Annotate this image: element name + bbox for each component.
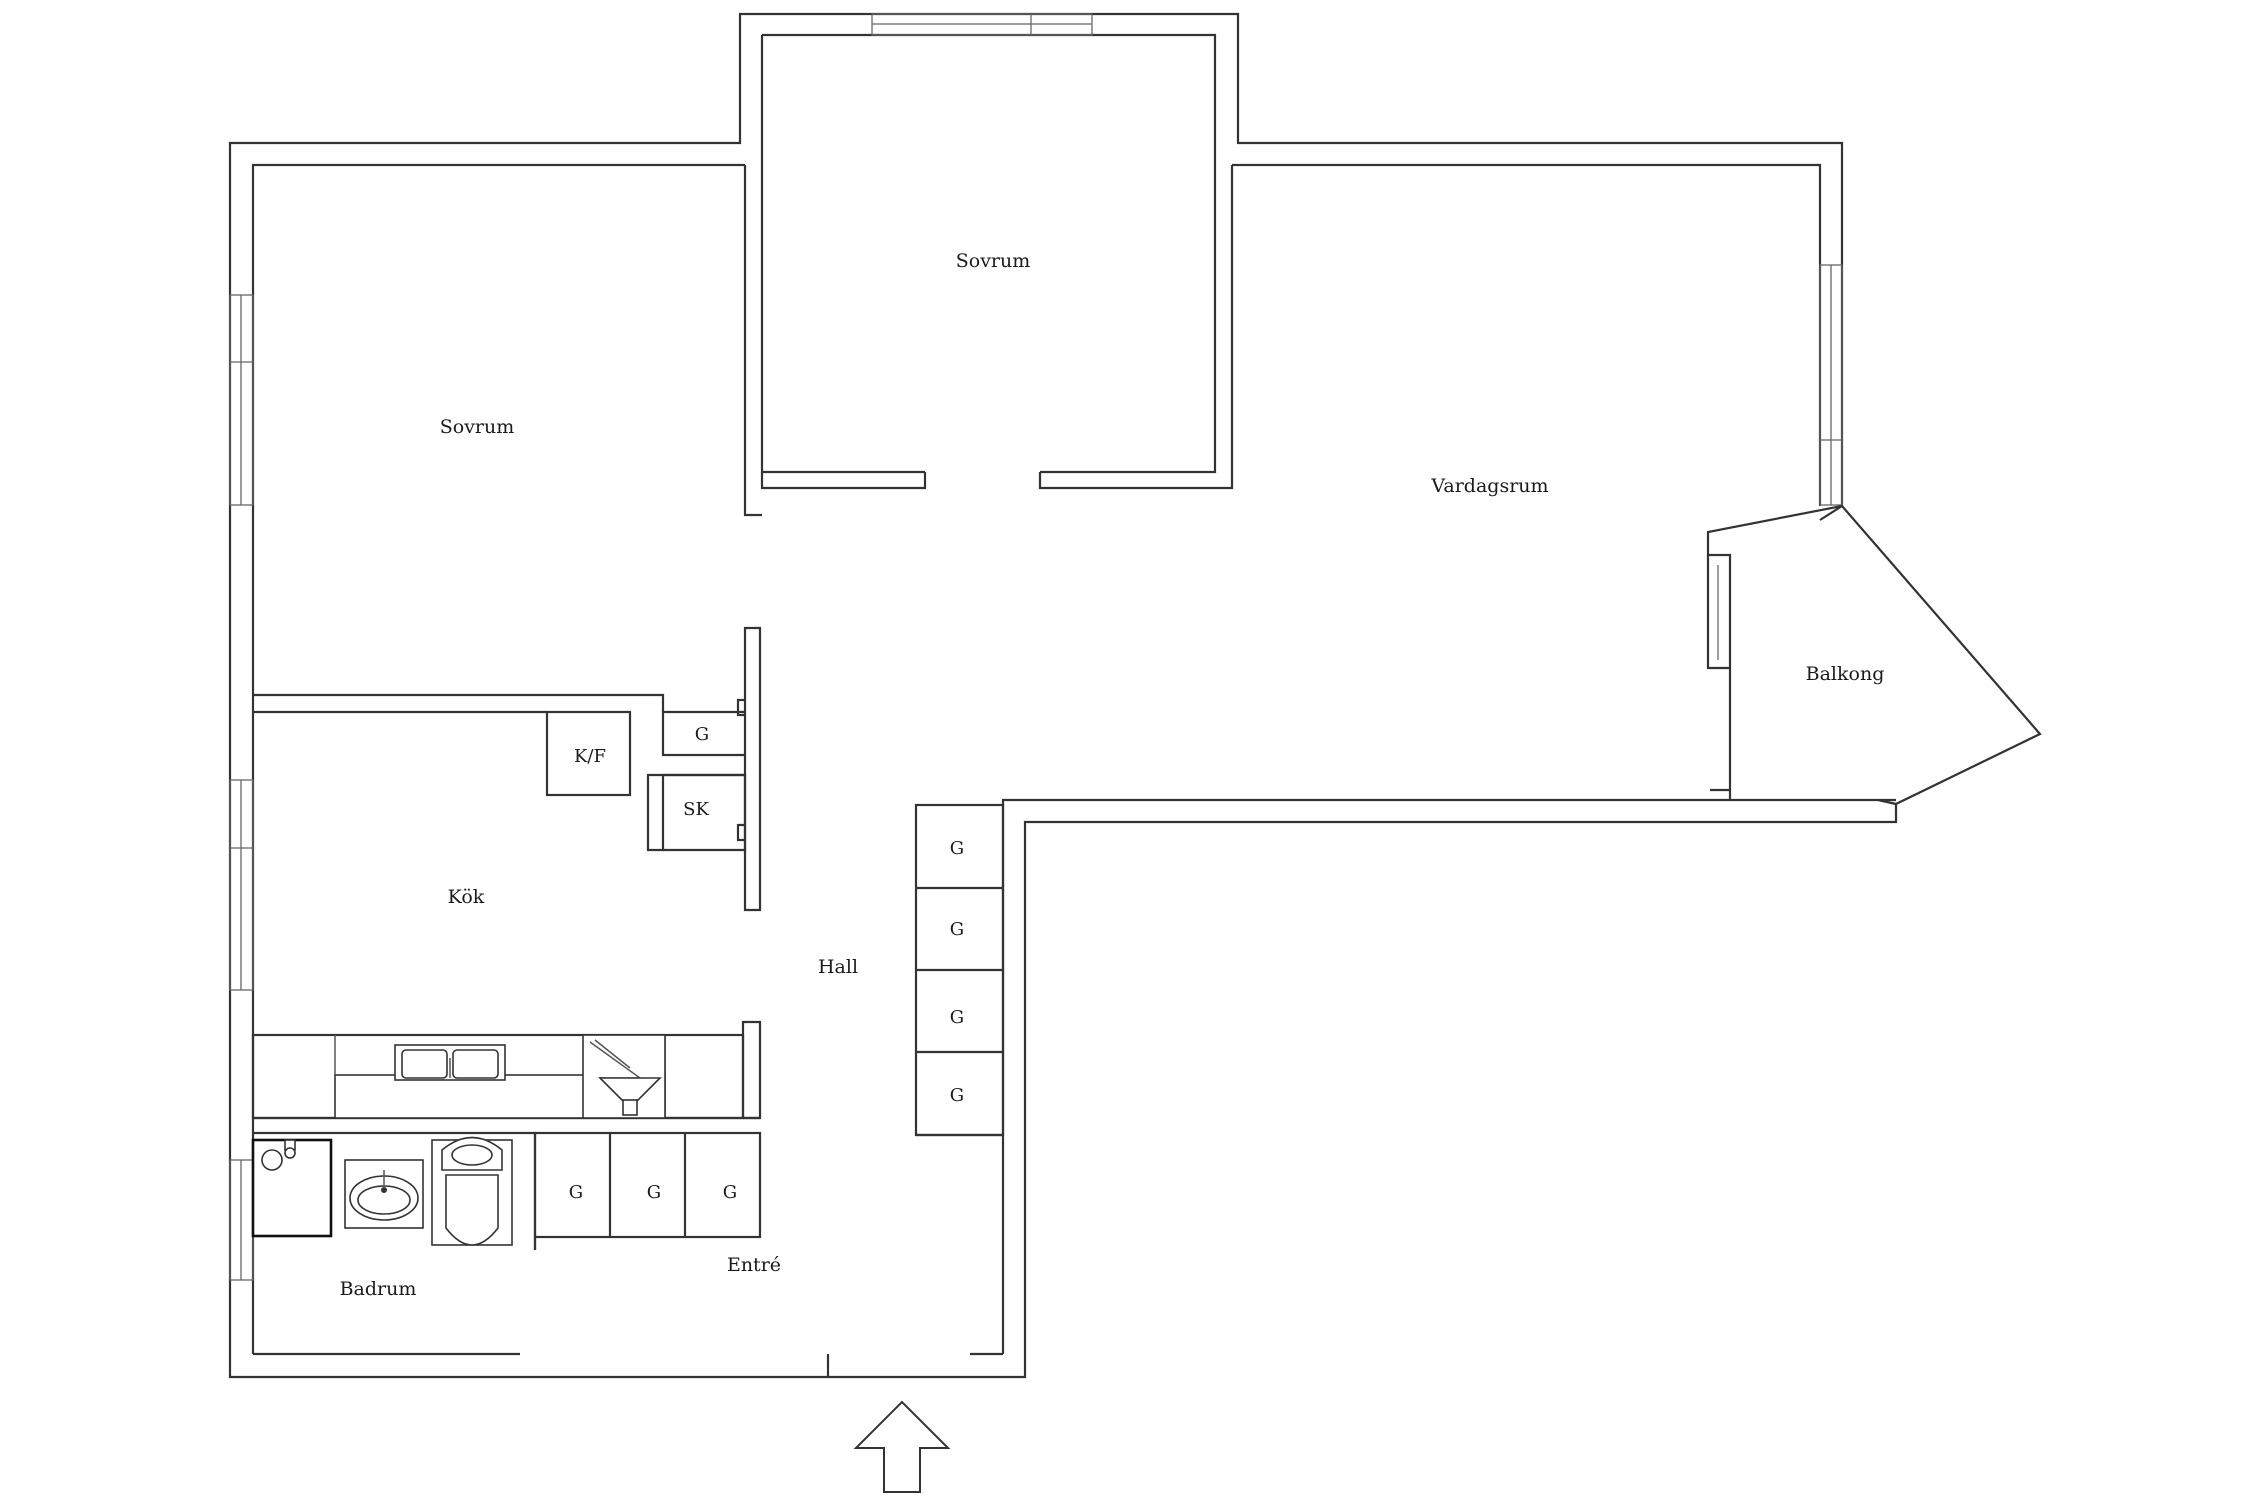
room-label-entre: Entré bbox=[727, 1254, 781, 1276]
room-label-vardagsrum: Vardagsrum bbox=[1430, 475, 1548, 497]
room-label-sovrum-top: Sovrum bbox=[956, 250, 1031, 272]
stove-icon bbox=[582, 1034, 666, 1119]
closet-label-kf: K/F bbox=[574, 746, 606, 767]
washing-machine-icon bbox=[251, 1138, 333, 1238]
entre-closet-row bbox=[608, 1133, 687, 1237]
closet-label-hall-2: G bbox=[950, 919, 964, 940]
wash-basin-icon bbox=[344, 1159, 424, 1229]
closet-label-g: G bbox=[695, 724, 709, 745]
bathroom-fixtures bbox=[251, 1136, 513, 1246]
kitchen-sink-icon bbox=[394, 1044, 506, 1081]
room-label-hall: Hall bbox=[818, 956, 858, 978]
closet-label-entre-1: G bbox=[569, 1182, 583, 1203]
closet-label-hall-3: G bbox=[950, 1007, 964, 1028]
room-label-balkong: Balkong bbox=[1806, 663, 1885, 685]
hall-closet-column bbox=[914, 803, 1005, 1137]
closet-label-entre-2: G bbox=[647, 1182, 661, 1203]
closet-label-entre-3: G bbox=[723, 1182, 737, 1203]
toilet-icon bbox=[431, 1136, 513, 1246]
kitchen-fixtures bbox=[334, 1034, 666, 1119]
closet-label-hall-1: G bbox=[950, 838, 964, 859]
entrance-arrow-icon bbox=[853, 1400, 951, 1493]
room-label-kok: Kök bbox=[448, 886, 485, 908]
closet-label-sk: SK bbox=[683, 799, 709, 820]
closet-label-hall-4: G bbox=[950, 1085, 964, 1106]
room-label-sovrum-left: Sovrum bbox=[440, 416, 515, 438]
room-label-badrum: Badrum bbox=[340, 1278, 417, 1300]
